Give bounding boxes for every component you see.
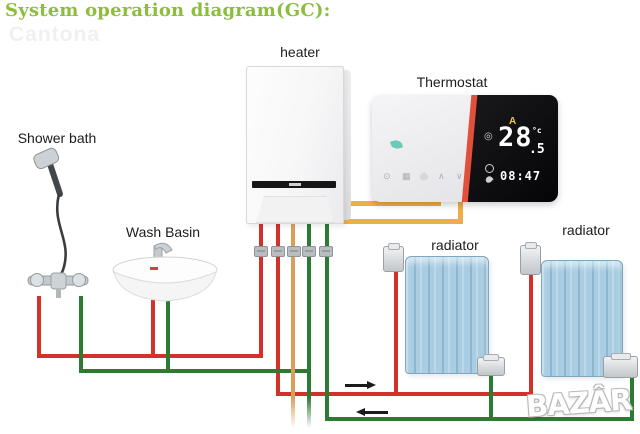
basin-detail (150, 267, 158, 270)
pipe-hot-manifold-left (37, 354, 263, 358)
shower-spout (56, 289, 61, 298)
pipe-hot-radiator-right (529, 270, 533, 396)
pipe-hot-shower (37, 296, 41, 358)
room-temp-icon: ◎ (484, 131, 493, 142)
radiator-right-label: radiator (562, 222, 610, 238)
temperature-value: 28 (498, 122, 533, 153)
pipe-return-manifold-left (79, 369, 311, 373)
time-value: 08:47 (500, 169, 542, 183)
radiator-left-outlet-valve (477, 354, 505, 376)
shower-head-icon (33, 147, 60, 170)
pipe-return-heater-in2 (325, 222, 329, 421)
heater-display-strip (252, 181, 336, 188)
heater-side-panel (342, 70, 351, 220)
pipe-return-manifold-right (325, 417, 634, 421)
pipe-valve-icon (271, 246, 285, 257)
shower-illustration (27, 147, 89, 298)
radiator-right-inlet-valve (520, 242, 541, 275)
thermostat-wire-b-vertical (458, 200, 463, 224)
pipe-return-basin (166, 300, 170, 373)
wash-basin-label: Wash Basin (125, 224, 201, 240)
mode-button-icon: ◎ (420, 171, 428, 181)
pipe-valve-icon (302, 246, 316, 257)
radiator-left-label: radiator (431, 237, 479, 253)
radiator-left-inlet-valve (383, 243, 404, 272)
thermostat-wire-b (337, 219, 463, 224)
power-button-icon: ⊙ (383, 171, 391, 181)
thermostat-label: Thermostat (416, 74, 488, 90)
heater-label: heater (280, 44, 320, 60)
pipe-valve-icon (287, 246, 301, 257)
pipe-gas-heater (291, 222, 295, 428)
thermostat-wire-a (340, 201, 441, 206)
pipe-valve-icon (254, 246, 268, 257)
pipe-return-shower (79, 296, 83, 373)
faucet-spout-icon (153, 242, 173, 254)
pipe-hot-basin (151, 300, 155, 358)
pipe-hot-manifold-right (276, 392, 533, 396)
pipe-hot-heater-out2 (276, 222, 280, 396)
pipe-valve-icon (319, 246, 333, 257)
auto-mode-indicator: A (509, 116, 517, 127)
thermostat-device: ⊙ ▦ ◎ ∧ ∨ A ◎ 28 °c .5 08:47 (372, 95, 558, 202)
flow-arrow-return (356, 408, 388, 417)
up-button-icon: ∧ (438, 171, 445, 181)
pipe-hot-radiator-left (394, 262, 398, 396)
pipe-return-heater-in1 (307, 222, 311, 428)
clock-indicator-icon (485, 164, 494, 173)
pipe-return-radiator-left (489, 374, 493, 421)
thermostat-screen (467, 95, 558, 202)
temperature-unit: °c (532, 126, 542, 135)
radiator-right-outlet-valve (603, 353, 638, 378)
flow-arrow-supply (345, 381, 377, 390)
pipe-return-radiator-right (630, 376, 634, 421)
shower-handle (47, 161, 63, 197)
wash-basin-illustration (112, 242, 218, 302)
eco-leaf-icon (389, 138, 404, 151)
schedule-button-icon: ▦ (402, 171, 411, 181)
shower-hose (56, 193, 67, 277)
shower-knob-cold (72, 273, 86, 287)
temperature-decimal: .5 (529, 142, 545, 157)
shower-mixer-body (50, 272, 67, 290)
page-title: System operation diagram(GC): (5, 0, 331, 21)
basin-bowl (113, 271, 217, 302)
pipe-hot-heater-out1 (259, 222, 263, 358)
shower-knob-hot (30, 273, 44, 287)
radiator-left (405, 256, 489, 374)
shower-label: Shower bath (17, 130, 97, 146)
watermark-cantona: Cantona (9, 23, 100, 46)
heater-bottom-panel (256, 196, 334, 223)
down-button-icon: ∨ (456, 171, 463, 181)
